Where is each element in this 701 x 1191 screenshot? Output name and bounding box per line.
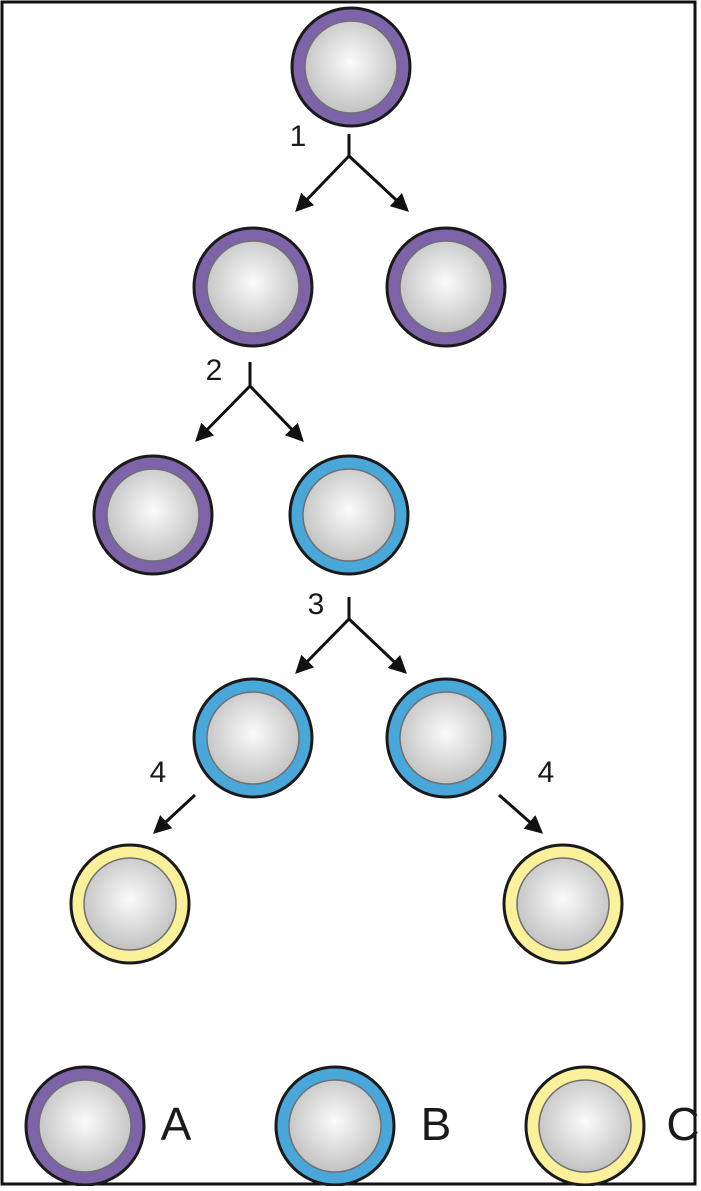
cell-nucleus — [538, 1079, 632, 1173]
cell-nucleus — [302, 468, 396, 562]
cell-tree — [69, 6, 624, 965]
step-labels: 1 2 3 4 4 — [150, 120, 555, 789]
arrow-left-2 — [195, 384, 252, 442]
arrow-left-3 — [295, 617, 351, 674]
cell-3-type-a — [385, 226, 507, 348]
step-label-4: 4 — [150, 756, 167, 789]
legend-label-a: A — [161, 1098, 192, 1150]
arrow-step4-1 — [153, 793, 197, 834]
step-label-3: 3 — [308, 588, 325, 621]
arrow-right-3 — [347, 617, 407, 674]
arrow-left-1 — [295, 154, 351, 212]
cell-8-type-c — [69, 843, 191, 965]
cell-nucleus — [83, 857, 177, 951]
cell-nucleus — [399, 691, 493, 785]
arrow-right-1 — [347, 154, 409, 212]
cell-nucleus — [206, 691, 300, 785]
cell-nucleus — [304, 20, 398, 114]
cell-1-type-a — [290, 6, 412, 128]
step-label-1: 1 — [290, 120, 307, 153]
legend-label-c: C — [666, 1098, 699, 1150]
step-label-5: 4 — [538, 756, 555, 789]
cell-nucleus — [399, 240, 493, 334]
legend-swatch-c — [524, 1065, 646, 1187]
arrow-right-2 — [248, 384, 304, 442]
cell-nucleus — [206, 240, 300, 334]
cell-5-type-b — [288, 454, 410, 576]
arrow-step4-2 — [498, 793, 544, 834]
cell-2-type-a — [192, 226, 314, 348]
cell-9-type-c — [502, 843, 624, 965]
step-label-2: 2 — [206, 354, 223, 387]
legend-label-b: B — [421, 1098, 452, 1150]
cell-7-type-b — [385, 677, 507, 799]
cell-4-type-a — [92, 454, 214, 576]
cell-nucleus — [38, 1079, 132, 1173]
cell-nucleus — [106, 468, 200, 562]
legend: A B C — [24, 1065, 700, 1187]
division-arrows — [153, 134, 544, 834]
legend-swatch-a — [24, 1065, 146, 1187]
cell-nucleus — [288, 1079, 382, 1173]
cell-nucleus — [516, 857, 610, 951]
cell-6-type-b — [192, 677, 314, 799]
legend-swatch-b — [274, 1065, 396, 1187]
